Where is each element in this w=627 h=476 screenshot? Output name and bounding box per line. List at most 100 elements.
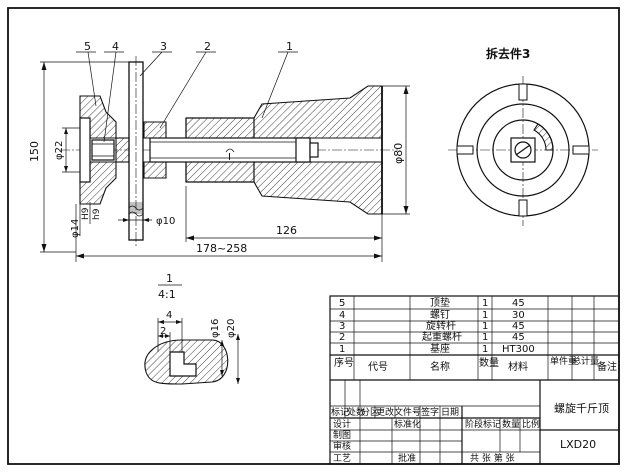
top-pad-face bbox=[79, 117, 91, 183]
part-4-name: 螺钉 bbox=[430, 309, 450, 321]
dim-150: 150 bbox=[28, 61, 130, 253]
set-screw-thread bbox=[92, 143, 114, 157]
dim-126-label: 126 bbox=[276, 224, 297, 237]
header-no: 序号 bbox=[334, 356, 354, 369]
balloon-2: 2 bbox=[204, 40, 211, 53]
base-upper-section bbox=[185, 117, 255, 139]
dim-phi14-label: φ14 bbox=[70, 219, 81, 238]
stage-info: 阶段标记 数量 比例 共 张 第 张 bbox=[465, 418, 540, 464]
rev-zone: 分区 bbox=[361, 407, 379, 418]
header-unit-weight: 单件重 bbox=[550, 355, 577, 367]
part-3-material: 45 bbox=[512, 321, 525, 332]
part-5-name: 顶垫 bbox=[430, 296, 450, 309]
product-name: 螺旋千斤顶 bbox=[554, 401, 609, 415]
screw-end bbox=[295, 137, 311, 163]
bar-break bbox=[128, 205, 144, 217]
dim-phi10-label: φ10 bbox=[156, 216, 175, 227]
main-view: I 5 4 3 2 1 150 bbox=[28, 40, 410, 262]
parts-header: 序号 代号 名称 数量 材料 单件重 总计量 备注 bbox=[334, 355, 617, 373]
balloon-1: 1 bbox=[286, 40, 293, 53]
dim-phi80-label: φ80 bbox=[392, 143, 405, 164]
stage-qty: 数量 bbox=[502, 418, 520, 430]
detail-numerator: 1 bbox=[166, 272, 173, 285]
rev-count: 处数 bbox=[347, 406, 365, 418]
removed-part-label: 拆去件3 bbox=[486, 46, 530, 61]
roles: 设计 制图 审核 工艺 标准化 批准 bbox=[333, 418, 421, 464]
revision-header: 标记 处数 分区 更改文件号 签字 日期 bbox=[331, 406, 459, 418]
detail-section bbox=[144, 339, 229, 385]
balloon-4: 4 bbox=[112, 40, 119, 53]
role-process: 工艺 bbox=[333, 453, 351, 464]
drawing-code: LXD20 bbox=[560, 438, 596, 451]
balloon-group: 5 4 3 2 1 bbox=[76, 40, 298, 143]
part-1-qty: 1 bbox=[482, 344, 488, 355]
part-2-material: 45 bbox=[512, 332, 525, 343]
part-1-name: 基座 bbox=[430, 342, 450, 355]
detail-dim-phi16: φ16 bbox=[210, 319, 221, 338]
header-code: 代号 bbox=[368, 361, 388, 373]
detail-dim-2: 2 bbox=[160, 326, 166, 337]
dim-phi22-label: φ22 bbox=[54, 141, 65, 160]
dim-phi22: φ22 bbox=[54, 127, 80, 173]
part-5-qty: 1 bbox=[482, 298, 488, 309]
dim-150-label: 150 bbox=[28, 141, 41, 162]
detail-dim-4: 4 bbox=[166, 310, 172, 321]
part-4-material: 30 bbox=[512, 310, 525, 321]
stage-mark: 阶段标记 bbox=[465, 418, 501, 430]
detail-slot bbox=[169, 351, 197, 377]
part-5-no: 5 bbox=[339, 298, 345, 309]
bar-break-shade bbox=[129, 202, 143, 214]
sheet-info: 共 张 第 张 bbox=[470, 452, 515, 464]
frame-border bbox=[7, 7, 620, 465]
detail-mark-arc bbox=[225, 148, 235, 153]
approve-label: 批准 bbox=[398, 452, 416, 464]
header-material: 材料 bbox=[508, 360, 528, 373]
dim-178-label: 178~258 bbox=[196, 242, 247, 255]
role-design: 设计 bbox=[333, 418, 351, 430]
screw-stub bbox=[309, 142, 319, 158]
detail-view: 1 4:1 4 2 φ16 φ20 bbox=[144, 272, 240, 385]
part-2-no: 2 bbox=[339, 332, 345, 343]
end-screw-circle bbox=[514, 141, 532, 159]
screw-head-core bbox=[115, 137, 130, 163]
stage-scale: 比例 bbox=[522, 418, 540, 430]
part-1-no: 1 bbox=[339, 344, 345, 355]
title-block: 5 顶垫 1 45 4 螺钉 1 30 3 旋转杆 1 45 2 起重螺杆 1 … bbox=[329, 295, 620, 465]
set-screw bbox=[91, 139, 115, 161]
rev-date: 日期 bbox=[441, 407, 459, 418]
end-mid-circle bbox=[476, 103, 570, 197]
base-flange-lower bbox=[253, 161, 383, 215]
header-remark: 备注 bbox=[597, 360, 617, 373]
standardize-label: 标准化 bbox=[394, 418, 421, 430]
header-name: 名称 bbox=[430, 360, 450, 373]
dim-178-258: 178~258 bbox=[75, 204, 382, 262]
base-flange-upper bbox=[253, 85, 383, 139]
dim-H9-label: H9 bbox=[81, 207, 91, 220]
end-view: 拆去件3 bbox=[448, 46, 598, 226]
part-3-name: 旋转杆 bbox=[426, 319, 456, 332]
balloon-5: 5 bbox=[84, 40, 91, 53]
part-3-qty: 1 bbox=[482, 321, 488, 332]
rev-mark: 标记 bbox=[331, 406, 349, 418]
screw-head-lower bbox=[143, 161, 167, 179]
balloon-3: 3 bbox=[160, 40, 167, 53]
screw-head-upper bbox=[143, 121, 167, 139]
rev-sign: 签字 bbox=[421, 406, 439, 418]
role-draw: 制图 bbox=[333, 429, 351, 441]
header-qty: 数量 bbox=[479, 356, 499, 369]
part-4-qty: 1 bbox=[482, 310, 488, 321]
detail-dim-phi20: φ20 bbox=[226, 319, 237, 338]
role-review: 审核 bbox=[333, 440, 351, 452]
detail-scale: 4:1 bbox=[158, 288, 176, 301]
base-lower-section bbox=[185, 161, 255, 183]
end-hatched-sector bbox=[533, 123, 554, 151]
parts-list: 5 顶垫 1 45 4 螺钉 1 30 3 旋转杆 1 45 2 起重螺杆 1 … bbox=[339, 296, 535, 355]
part-4-no: 4 bbox=[339, 310, 345, 321]
part-2-name: 起重螺杆 bbox=[422, 330, 462, 343]
detail-mark-I: I bbox=[228, 152, 231, 163]
dim-phi80: φ80 bbox=[382, 85, 410, 215]
rev-doc: 更改文件号 bbox=[376, 406, 421, 418]
dim-h9-label: h9 bbox=[92, 208, 102, 220]
